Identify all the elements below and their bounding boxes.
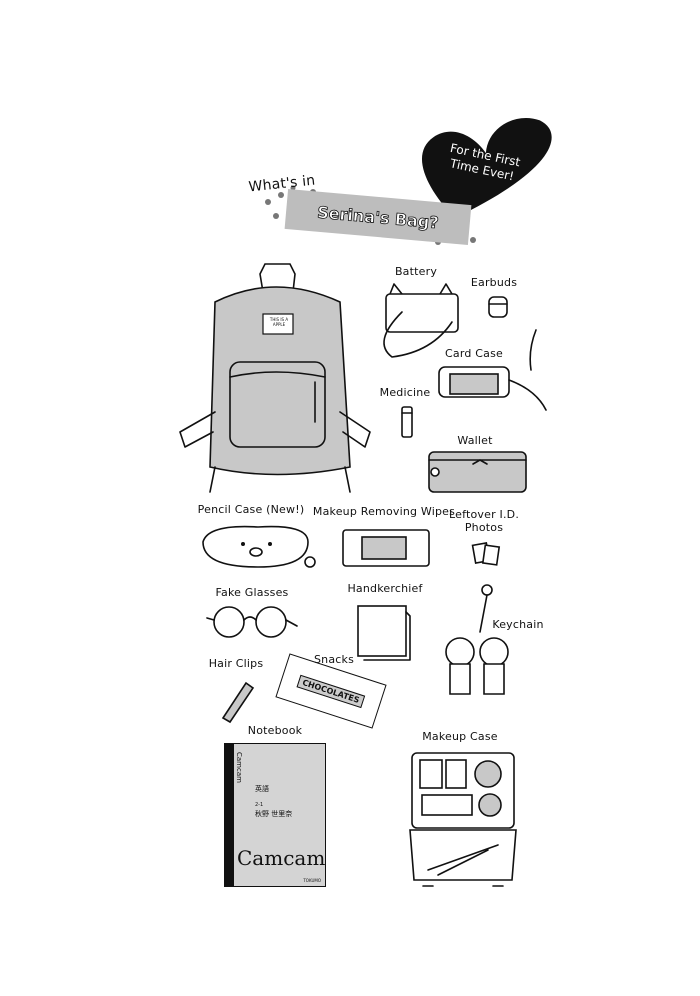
medicine-label: Medicine	[379, 386, 431, 399]
notebook-cover: Camcam 英語 2-1 秋野 世里奈 Camcam TOKUMO	[224, 743, 326, 887]
makeup-case-label: Makeup Case	[422, 730, 498, 743]
glasses-label: Fake Glasses	[215, 586, 289, 599]
glasses-icon	[205, 600, 300, 642]
photos-label: Leftover I.D. Photos	[448, 508, 520, 534]
pencil-case-label: Pencil Case (New!)	[197, 503, 305, 516]
notebook-maker: TOKUMO	[303, 878, 321, 883]
notebook-spine-brand: Camcam	[235, 752, 243, 783]
keychain-icon	[432, 582, 522, 712]
wallet-icon	[425, 450, 530, 495]
pencil-case-icon	[198, 522, 318, 572]
notebook-class: 2-1	[255, 802, 264, 808]
backpack: THIS IS A APPLE	[175, 262, 375, 497]
earbuds-label: Earbuds	[470, 276, 518, 289]
photos-icon	[471, 540, 502, 568]
card-case-label: Card Case	[445, 347, 503, 360]
keychain-label: Keychain	[492, 618, 544, 631]
hair-clips-label: Hair Clips	[208, 657, 264, 670]
medicine-icon	[400, 405, 414, 440]
battery-icon	[372, 282, 472, 362]
snacks-label: Snacks	[313, 653, 355, 666]
battery-label: Battery	[394, 265, 438, 278]
notebook-subject: 英語	[255, 785, 269, 793]
notebook-brand: Camcam	[237, 846, 326, 870]
heart-icon	[422, 117, 552, 219]
earbuds-icon	[488, 296, 508, 318]
wipes-icon	[340, 527, 432, 569]
hair-clips-icon	[218, 678, 258, 724]
wallet-label: Wallet	[457, 434, 493, 447]
notebook-label: Notebook	[247, 724, 303, 737]
title-main: Serina's Bag?	[316, 202, 440, 232]
heart-badge: For the First Time Ever!	[418, 117, 563, 219]
handkerchief-label: Handkerchief	[347, 582, 423, 595]
backpack-tag: THIS IS A APPLE	[269, 317, 289, 327]
handkerchief-icon	[354, 602, 414, 662]
notebook-name: 秋野 世里奈	[255, 810, 293, 818]
snacks-box-text: CHOCOLATES	[296, 674, 366, 708]
wipes-label: Makeup Removing Wipes	[312, 505, 456, 518]
makeup-case-icon	[408, 750, 518, 890]
card-case-icon	[436, 329, 556, 411]
